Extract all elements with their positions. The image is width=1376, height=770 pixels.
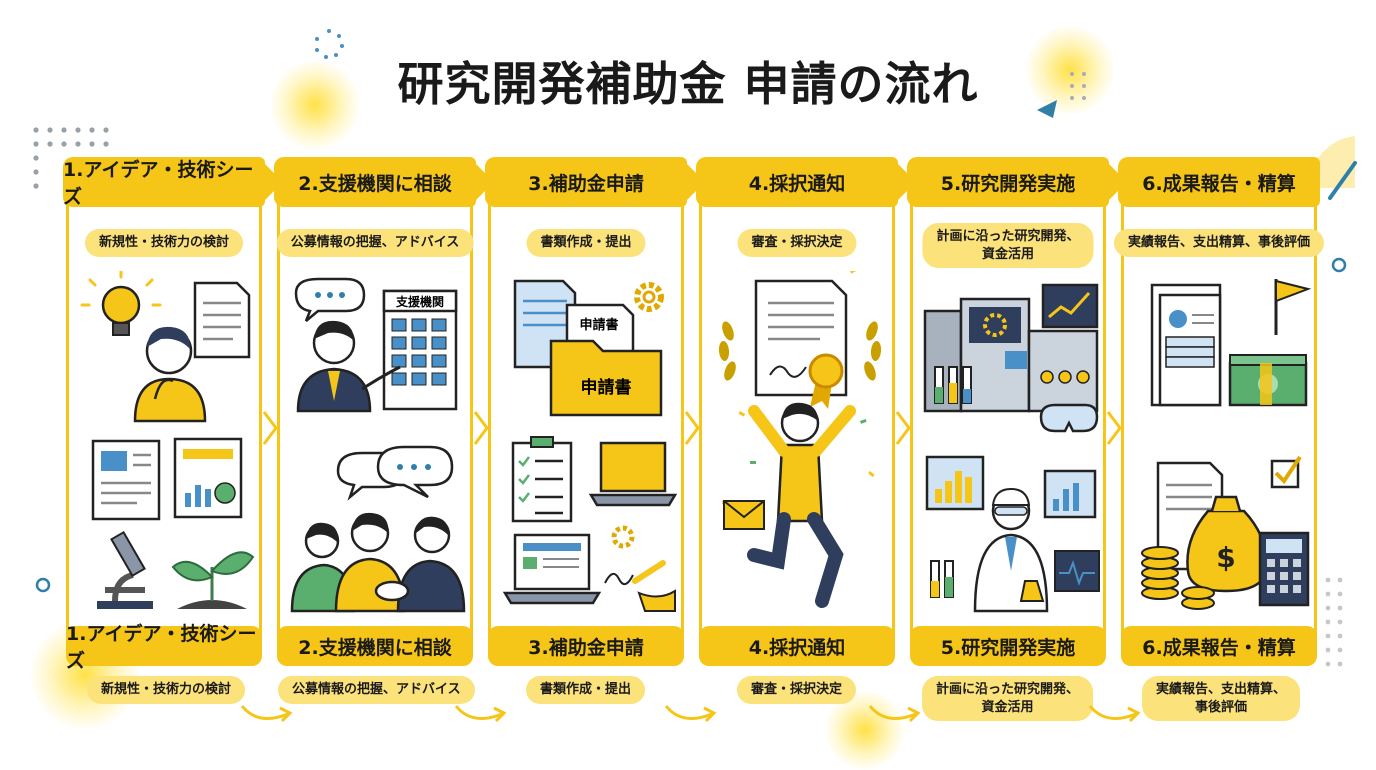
chevron-right-icon bbox=[1106, 410, 1124, 446]
ring-icon bbox=[34, 576, 52, 594]
step-subtitle-2: 公募情報の把握、アドバイス bbox=[277, 229, 474, 257]
curved-arrow-icon bbox=[452, 696, 510, 726]
footer-step-6: 6.成果報告・精算 bbox=[1121, 626, 1317, 666]
footer-subtitle-6-line-1: 実績報告、支出精算、 bbox=[1156, 681, 1286, 699]
flag-icon bbox=[1276, 279, 1308, 335]
step-header-5: 5.研究開発実施 bbox=[907, 157, 1109, 207]
footer-subtitle-5-line-2: 資金活用 bbox=[936, 699, 1079, 717]
chevron-right-icon bbox=[684, 410, 702, 446]
step-subtitle-4: 審査・採択決定 bbox=[737, 229, 856, 257]
footer-step-1: 1.アイデア・技術シーズ bbox=[66, 626, 262, 666]
chevron-right-icon bbox=[895, 410, 913, 446]
chevron-right-icon bbox=[473, 410, 491, 446]
checklist-icon bbox=[513, 437, 571, 521]
step-card-4: 4.採択通知 審査・採択決定 bbox=[699, 160, 895, 666]
footer-step-5: 5.研究開発実施 bbox=[910, 626, 1106, 666]
step-illustration-6: $ bbox=[1132, 271, 1312, 651]
folder-icon: 申請書 bbox=[551, 341, 661, 415]
award-medal-icon bbox=[810, 355, 842, 409]
footer-subtitle-6: 実績報告、支出精算、 事後評価 bbox=[1142, 676, 1300, 721]
step-illustration-5 bbox=[921, 271, 1101, 651]
goggles-icon bbox=[1041, 405, 1097, 431]
speech-bubble-icon bbox=[338, 447, 452, 497]
step-card-1: 1.アイデア・技術シーズ 新規性・技術力の検討 bbox=[66, 160, 262, 666]
signing-pen-icon bbox=[605, 563, 675, 611]
envelope-icon bbox=[724, 501, 764, 529]
svg-text:$: $ bbox=[1216, 541, 1235, 574]
checkmark-icon bbox=[1272, 457, 1300, 487]
footer-step-2: 2.支援機関に相談 bbox=[277, 626, 473, 666]
step-header-3: 3.補助金申請 bbox=[485, 157, 687, 207]
scientist-icon bbox=[975, 489, 1047, 611]
building-label: 支援機関 bbox=[395, 294, 444, 309]
step-card-2: 2.支援機関に相談 公募情報の把握、アドバイス 支援機関 bbox=[277, 160, 473, 666]
document-icon bbox=[195, 283, 249, 357]
footer-step-3: 3.補助金申請 bbox=[488, 626, 684, 666]
step-illustration-4 bbox=[710, 271, 890, 651]
step-card-6: 6.成果報告・精算 実績報告、支出精算、事後評価 bbox=[1121, 160, 1317, 666]
sprout-icon bbox=[173, 552, 253, 609]
footer-subtitle-5: 計画に沿った研究開発、 資金活用 bbox=[922, 676, 1093, 721]
step-subtitle-6: 実績報告、支出精算、事後評価 bbox=[1114, 229, 1324, 257]
curved-arrow-icon bbox=[238, 696, 296, 726]
step-card-3: 3.補助金申請 書類作成・提出 申請書 申請書 bbox=[488, 160, 684, 666]
step-subtitle-5: 計画に沿った研究開発、 資金活用 bbox=[922, 223, 1093, 268]
curved-arrow-icon bbox=[866, 696, 924, 726]
footer-subtitle-4: 審査・採択決定 bbox=[737, 676, 856, 704]
handshake-icon bbox=[292, 513, 464, 611]
microscope-icon bbox=[97, 532, 153, 609]
step-subtitle-5-line-1: 計画に沿った研究開発、 bbox=[936, 228, 1079, 246]
document-label: 申請書 bbox=[579, 317, 618, 333]
step-illustration-3: 申請書 申請書 bbox=[499, 271, 679, 651]
footer-subtitle-2: 公募情報の把握、アドバイス bbox=[278, 676, 475, 704]
step-header-6: 6.成果報告・精算 bbox=[1118, 157, 1320, 207]
money-stack-icon bbox=[1230, 355, 1306, 405]
dot-grid-icon bbox=[1324, 576, 1348, 686]
page-title: 研究開発補助金 申請の流れ bbox=[0, 48, 1376, 114]
jumping-person-icon bbox=[754, 403, 850, 601]
report-icon bbox=[1152, 285, 1220, 405]
folder-label: 申請書 bbox=[581, 377, 632, 398]
gear-icon bbox=[614, 528, 632, 546]
step-header-2: 2.支援機関に相談 bbox=[274, 157, 476, 207]
lightbulb-icon bbox=[82, 271, 160, 335]
calculator-icon bbox=[1260, 533, 1308, 605]
curved-arrow-icon bbox=[1086, 696, 1144, 726]
building-icon: 支援機関 bbox=[384, 291, 456, 409]
step-subtitle-5-line-2: 資金活用 bbox=[936, 246, 1079, 264]
step-subtitle-1: 新規性・技術力の検討 bbox=[85, 229, 243, 257]
report-icon bbox=[93, 439, 241, 519]
chevron-right-icon bbox=[262, 410, 280, 446]
step-subtitle-3: 書類作成・提出 bbox=[526, 229, 645, 257]
curved-arrow-icon bbox=[662, 696, 720, 726]
step-illustration-1 bbox=[77, 271, 257, 651]
step-card-5: 5.研究開発実施 計画に沿った研究開発、 資金活用 bbox=[910, 160, 1106, 666]
footer-subtitle-1: 新規性・技術力の検討 bbox=[87, 676, 245, 704]
step-illustration-2: 支援機関 bbox=[288, 271, 468, 651]
footer-step-4: 4.採択通知 bbox=[699, 626, 895, 666]
step-header-4: 4.採択通知 bbox=[696, 157, 898, 207]
step-header-1: 1.アイデア・技術シーズ bbox=[63, 157, 265, 207]
footer-subtitle-3: 書類作成・提出 bbox=[526, 676, 645, 704]
speech-bubble-icon bbox=[296, 279, 364, 321]
ring-icon bbox=[1330, 256, 1348, 274]
gear-icon bbox=[637, 285, 661, 309]
footer-subtitle-6-line-2: 事後評価 bbox=[1156, 699, 1286, 717]
footer-subtitle-5-line-1: 計画に沿った研究開発、 bbox=[936, 681, 1079, 699]
